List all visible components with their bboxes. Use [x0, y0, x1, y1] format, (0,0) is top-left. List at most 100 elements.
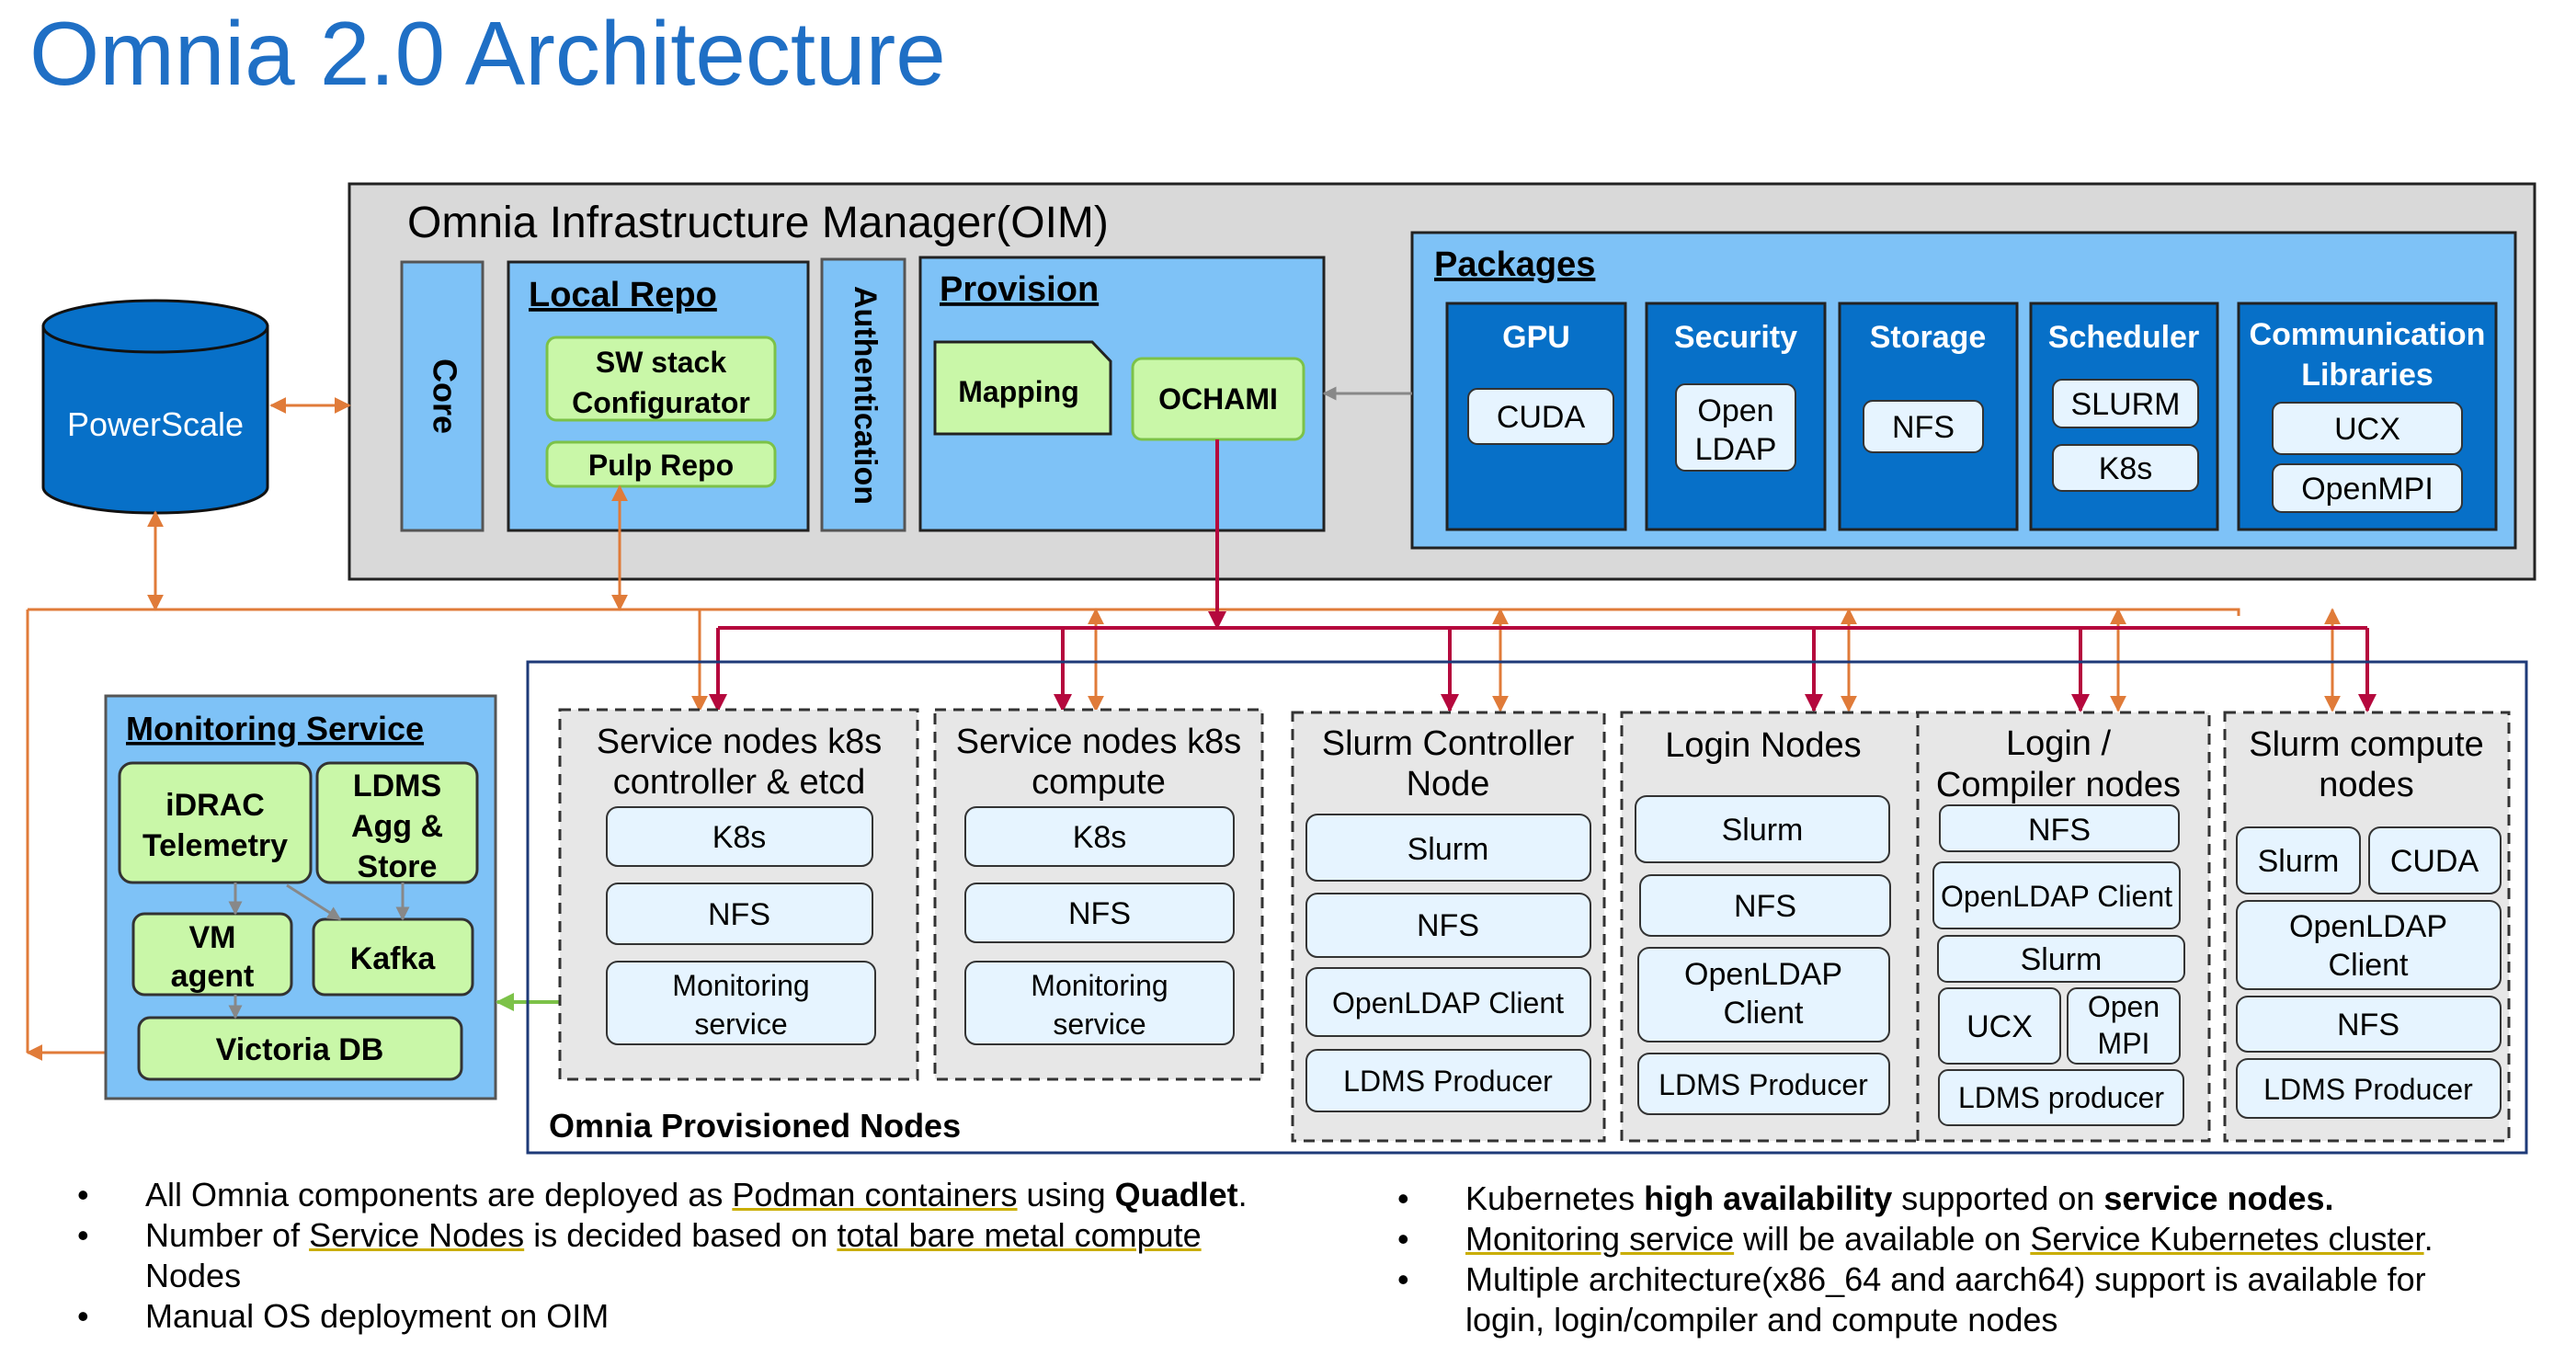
node-item: Slurm [1408, 832, 1489, 867]
node-title: Login Nodes [1665, 726, 1861, 765]
node-title: Slurm Controller [1322, 724, 1575, 763]
package-group-title: Security [1674, 320, 1797, 355]
note-left-3: Manual OS deployment on OIM [77, 1296, 1364, 1337]
notes-left: All Omnia components are deployed as Pod… [77, 1175, 1364, 1337]
node-title: Node [1407, 765, 1490, 803]
node-item: Monitoring [1031, 969, 1168, 1002]
node-login: Login Nodes Slurm NFS OpenLDAP Client LD… [1620, 711, 1924, 1143]
node-title: Service nodes k8s [597, 723, 883, 761]
package-group-security: Security Open LDAP [1645, 302, 1827, 531]
node-item: Open [2088, 990, 2160, 1023]
package-group-gpu: GPU CUDA [1445, 302, 1627, 531]
package-group-title: Libraries [2301, 358, 2434, 393]
node-item: NFS [1734, 889, 1796, 924]
node-item: Slurm [2258, 844, 2340, 879]
authentication-box [820, 257, 906, 532]
pulp-repo [545, 440, 777, 488]
vm-agent-line1: VM [189, 920, 236, 955]
node-item: OpenLDAP Client [1332, 986, 1564, 1020]
core-label: Core [426, 359, 463, 434]
node-item: OpenLDAP [1684, 957, 1842, 992]
node-title: nodes [2319, 766, 2414, 804]
monitoring-service-title: Monitoring Service [126, 710, 424, 747]
package-item: LDAP [1695, 432, 1777, 467]
idrac-line1: iDRAC [165, 788, 265, 823]
package-group-storage: Storage NFS [1838, 302, 2019, 531]
node-item: CUDA [2390, 844, 2479, 879]
node-item: K8s [712, 820, 767, 855]
node-title: Compiler nodes [1936, 766, 2181, 804]
sw-stack-configurator [545, 336, 777, 422]
powerscale-storage-icon: PowerScale [41, 299, 269, 515]
package-item: OpenMPI [2301, 472, 2434, 507]
node-item: LDMS producer [1958, 1081, 2164, 1114]
ldms-line3: Store [358, 849, 438, 884]
ochami-label: OCHAMI [1158, 382, 1278, 416]
node-item: service [1053, 1008, 1146, 1041]
package-group-communication-libraries: Communication Libraries UCX OpenMPI [2237, 302, 2498, 531]
node-item: Slurm [2021, 942, 2103, 977]
package-group-scheduler: Scheduler SLURM K8s [2029, 302, 2219, 531]
node-item: LDMS Producer [1343, 1065, 1553, 1098]
provisioned-nodes-label: Omnia Provisioned Nodes [549, 1107, 961, 1145]
package-item: Open [1697, 393, 1773, 428]
node-item: K8s [1073, 820, 1127, 855]
node-item: Client [2329, 948, 2409, 983]
packages-title: Packages [1434, 245, 1595, 284]
node-item: LDMS Producer [1658, 1068, 1868, 1101]
local-repo-title: Local Repo [529, 276, 717, 314]
sw-stack-line1: SW stack [596, 346, 726, 379]
node-item: service [694, 1008, 787, 1041]
authentication-label: Authentication [848, 286, 883, 505]
node-service-k8s-controller: Service nodes k8s controller & etcd K8s … [558, 708, 919, 1081]
mapping-box [933, 340, 1112, 436]
idrac-telemetry [118, 761, 313, 884]
node-item: OpenLDAP Client [1941, 880, 2172, 913]
core-box [400, 260, 484, 532]
kafka [312, 917, 474, 997]
package-group-title: Storage [1870, 320, 1987, 355]
node-title: Service nodes k8s [956, 723, 1242, 761]
node-service-k8s-compute: Service nodes k8s compute K8s NFS Monito… [933, 708, 1264, 1081]
node-item: LDMS Producer [2263, 1073, 2473, 1106]
node-item: NFS [708, 897, 770, 932]
monitoring-internal-arrows [228, 883, 410, 1020]
ldms-line2: Agg & [351, 809, 443, 844]
orange-connectors [26, 397, 2341, 1061]
node-slurm-compute: Slurm compute nodes Slurm CUDA OpenLDAP … [2223, 711, 2511, 1143]
node-login-compiler: Login / Compiler nodes NFS OpenLDAP Clie… [1916, 711, 2211, 1143]
package-item: K8s [2099, 451, 2153, 486]
package-group-title: Scheduler [2048, 320, 2199, 355]
node-slurm-controller: Slurm Controller Node Slurm NFS OpenLDAP… [1291, 711, 1606, 1143]
sw-stack-line2: Configurator [572, 386, 750, 419]
node-item: Client [1724, 996, 1804, 1031]
note-right-1: Kubernetes high availability supported o… [1397, 1179, 2556, 1219]
victoria-db-label: Victoria DB [216, 1032, 384, 1067]
oim-title: Omnia Infrastructure Manager(OIM) [407, 199, 1109, 247]
provisioning-connectors [709, 439, 2377, 712]
kafka-label: Kafka [350, 941, 437, 976]
node-title: Login / [2006, 724, 2112, 763]
pulp-repo-label: Pulp Repo [588, 449, 734, 482]
note-left-2: Number of Service Nodes is decided based… [77, 1215, 1364, 1296]
node-item: NFS [1068, 896, 1131, 931]
node-item: UCX [1966, 1009, 2033, 1044]
node-item: NFS [2337, 1008, 2399, 1042]
node-item: NFS [1417, 908, 1479, 943]
node-item: Monitoring [672, 969, 809, 1002]
node-title: Slurm compute [2249, 725, 2484, 764]
node-title: compute [1032, 763, 1166, 802]
note-right-2: Monitoring service will be available on … [1397, 1219, 2556, 1259]
node-item: OpenLDAP [2289, 909, 2447, 944]
package-item: NFS [1892, 410, 1955, 445]
node-item: Slurm [1722, 813, 1804, 848]
package-item: SLURM [2070, 387, 2180, 422]
note-right-3: Multiple architecture(x86_64 and aarch64… [1397, 1259, 2556, 1340]
node-item: NFS [2028, 813, 2091, 848]
package-group-title: GPU [1502, 320, 1570, 355]
ldms-agg-store [315, 761, 479, 884]
package-group-title: Communication [2250, 317, 2486, 352]
mapping-label: Mapping [958, 375, 1079, 408]
